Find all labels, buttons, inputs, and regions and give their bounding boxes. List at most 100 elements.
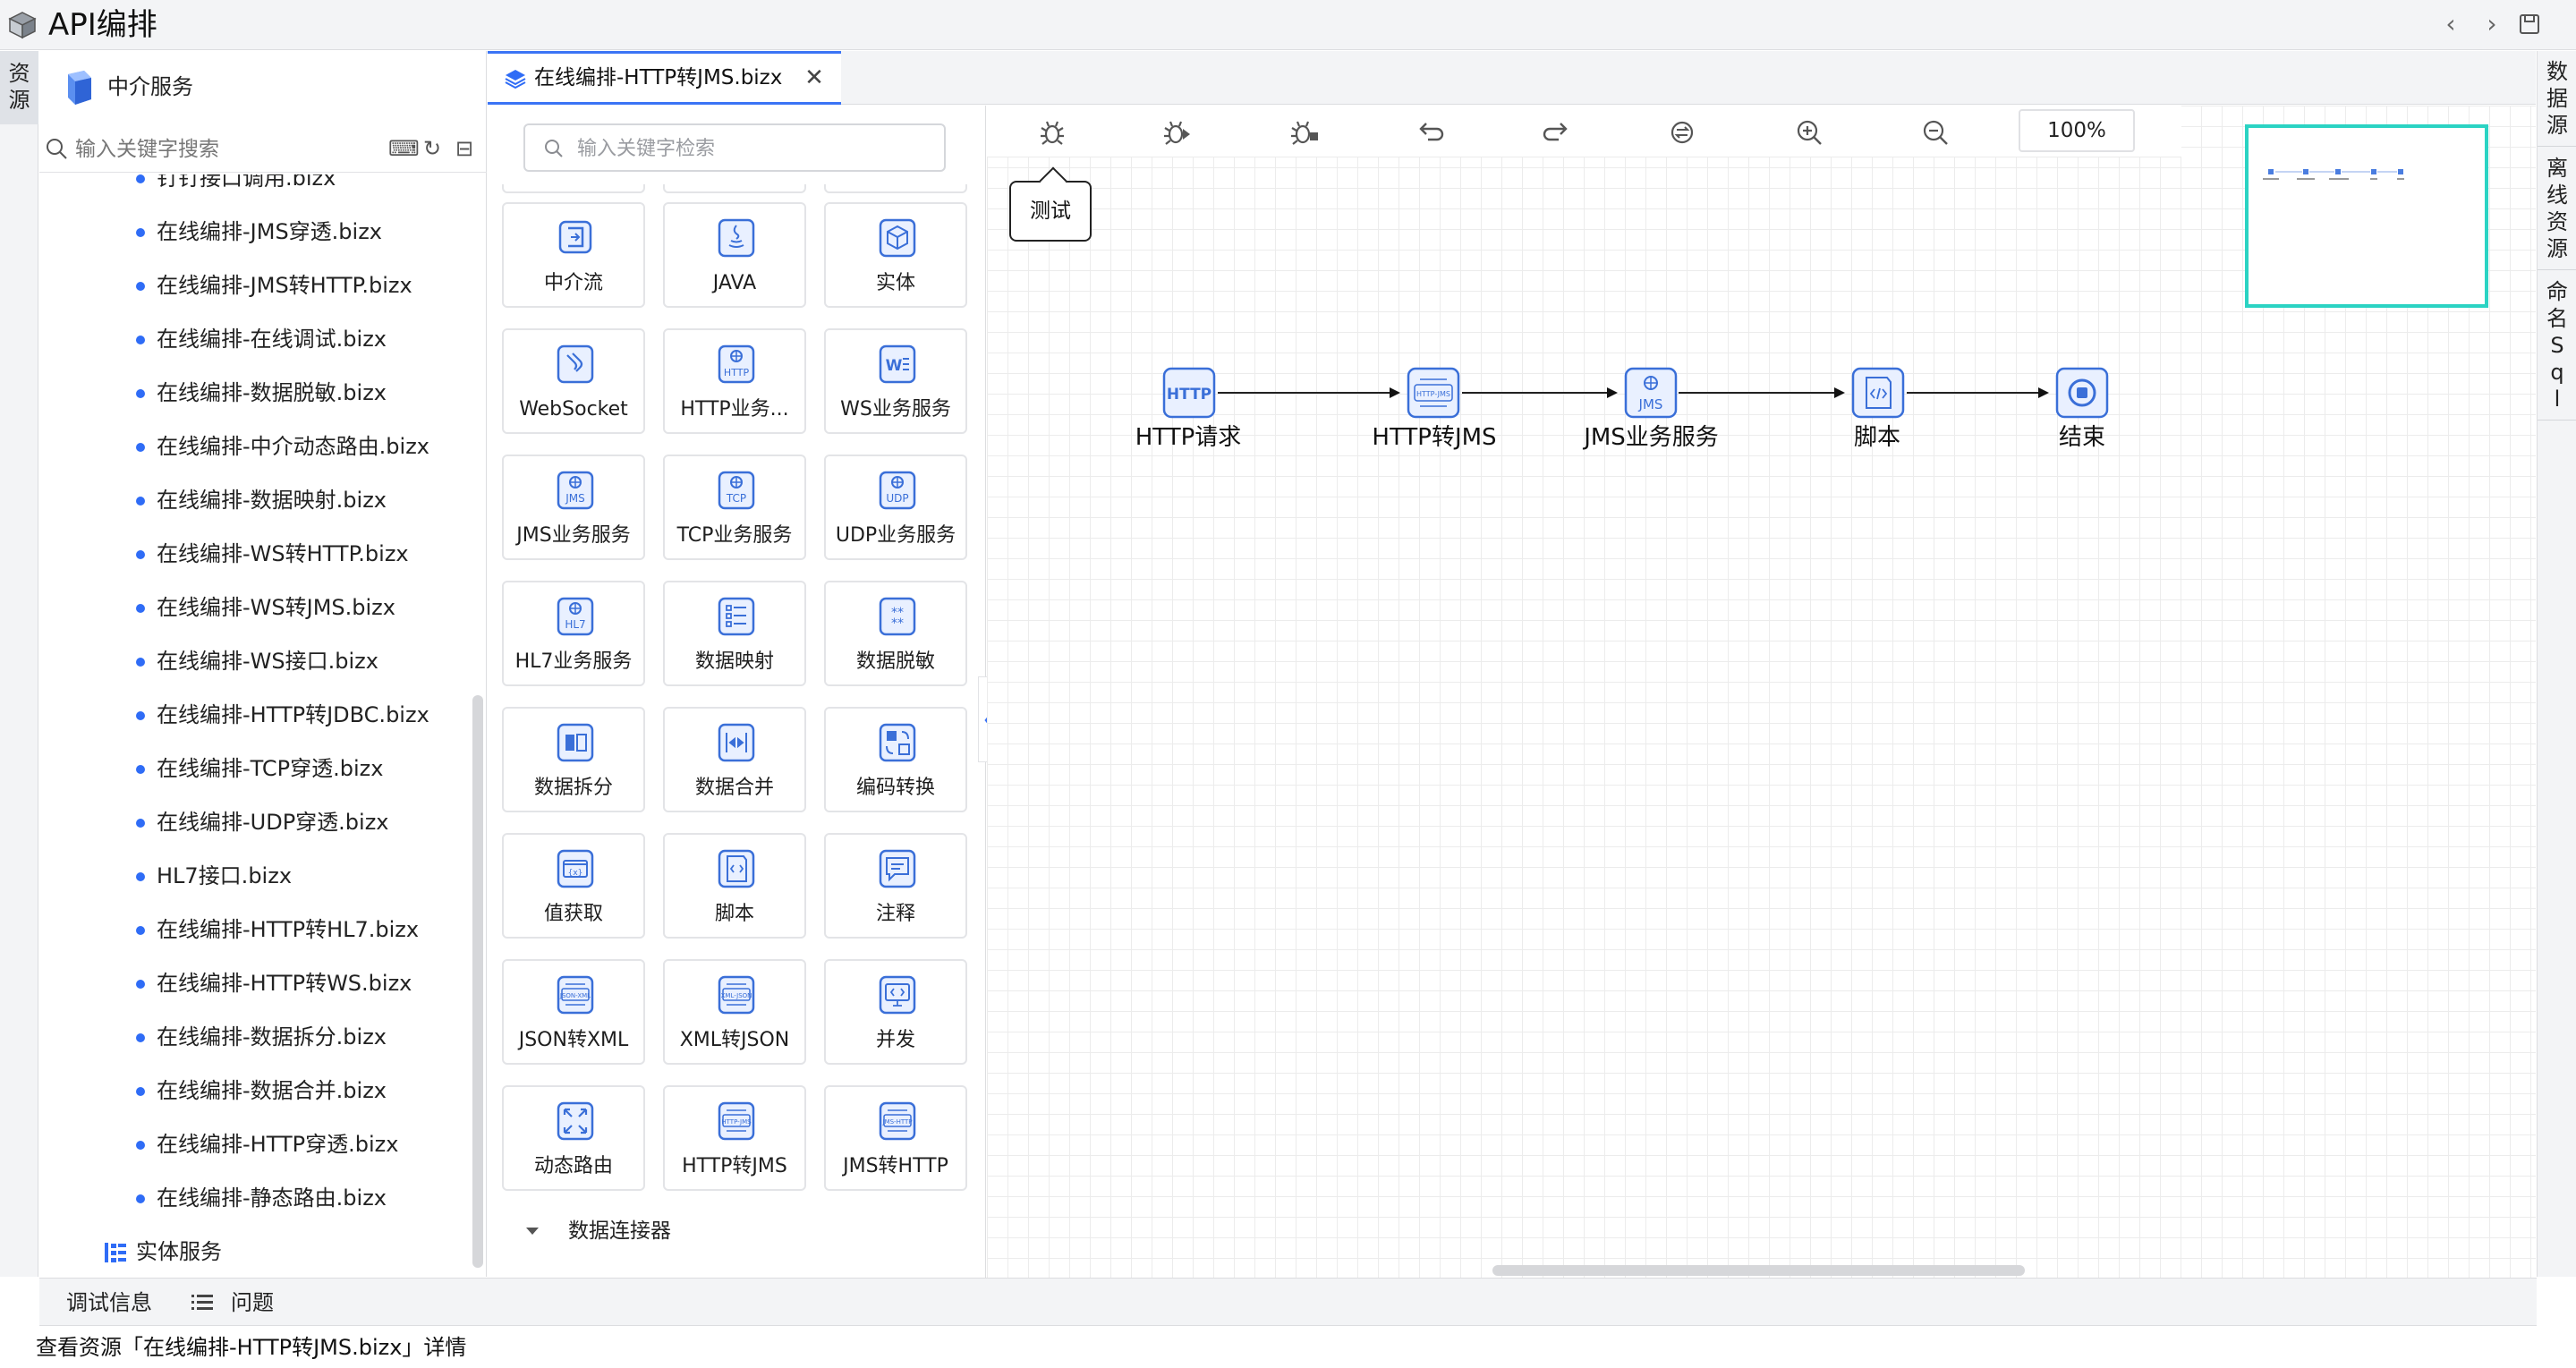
close-icon[interactable]: ✕ — [804, 64, 824, 91]
palette-item[interactable]: 注释 — [824, 833, 967, 939]
zoom-level[interactable]: 100% — [2019, 109, 2135, 152]
canvas-scrollbar[interactable] — [1492, 1265, 2025, 1276]
comment-icon — [879, 849, 916, 888]
palette-item-label: JMS业务服务 — [516, 524, 631, 547]
tree-item[interactable]: 在线编排-数据映射.bizx — [39, 480, 473, 520]
tree-item[interactable]: 在线编排-HTTP转JDBC.bizx — [39, 695, 473, 735]
save-icon[interactable] — [2516, 11, 2543, 38]
rail-tab-offline-resource[interactable]: 离 线 资 源 — [2538, 148, 2576, 270]
tree-item[interactable]: 在线编排-WS转JMS.bizx — [39, 588, 473, 627]
tree-item[interactable]: 在线编排-WS转HTTP.bizx — [39, 534, 473, 574]
undo-icon[interactable] — [1414, 116, 1446, 149]
palette-item[interactable]: 实体 — [824, 202, 967, 308]
flow-icon — [558, 220, 592, 254]
bullet-dot — [136, 604, 145, 613]
tree-item[interactable]: 在线编排-UDP穿透.bizx — [39, 803, 473, 842]
palette-item[interactable]: 动态路由 — [502, 1085, 645, 1191]
palette-item[interactable]: 脚本 — [663, 833, 806, 939]
rail-tab-named-sql[interactable]: 命 名 S q l — [2538, 271, 2576, 421]
search-icon — [47, 139, 67, 159]
debug-stop-icon[interactable] — [1288, 116, 1321, 149]
flow-canvas[interactable]: 100% 测试 — [987, 106, 2536, 1278]
svg-text:W: W — [886, 357, 903, 375]
end-icon[interactable] — [2055, 367, 2109, 419]
refresh-icon[interactable]: ↻ — [422, 136, 442, 161]
tab-issues[interactable]: 问题 — [231, 1290, 274, 1315]
tree-item[interactable]: 在线编排-JMS转HTTP.bizx — [39, 266, 473, 305]
palette-item[interactable]: 数据映射 — [663, 581, 806, 686]
tree-item[interactable]: HL7接口.bizx — [39, 856, 473, 896]
tree-item[interactable]: 在线编排-HTTP转HL7.bizx — [39, 910, 473, 949]
editor-tab[interactable]: 在线编排-HTTP转JMS.bizx ✕ — [488, 51, 841, 105]
forward-arrow-icon[interactable]: › — [2487, 9, 2497, 38]
palette-item[interactable]: ****数据脱敏 — [824, 581, 967, 686]
mediation-service-icon — [68, 71, 91, 105]
tree-item[interactable]: 在线编排-在线调试.bizx — [39, 319, 473, 359]
palette-item[interactable]: JAVA — [663, 202, 806, 308]
bullet-dot — [136, 711, 145, 720]
debug-step-icon[interactable] — [1161, 116, 1194, 149]
tree-item[interactable]: 在线编排-WS接口.bizx — [39, 642, 473, 681]
tree-item[interactable]: 在线编排-TCP穿透.bizx — [39, 749, 473, 788]
collapse-all-icon[interactable]: ⊟ — [455, 136, 474, 161]
section-data-connector[interactable]: 数据连接器 — [523, 1215, 953, 1251]
tree-scrollbar[interactable] — [472, 695, 483, 1268]
jms-service-icon[interactable]: JMS — [1624, 367, 1678, 419]
zoom-in-icon[interactable] — [1793, 116, 1825, 149]
tree-item[interactable]: 在线编排-数据拆分.bizx — [39, 1017, 473, 1057]
tree-item[interactable]: 在线编排-数据脱敏.bizx — [39, 373, 473, 412]
tree-item[interactable]: 在线编排-HTTP穿透.bizx — [39, 1125, 473, 1164]
palette-search-input[interactable] — [577, 134, 935, 163]
script-icon[interactable] — [1851, 367, 1905, 419]
right-rail: 数 据 源 离 线 资 源 命 名 S q l — [2537, 51, 2576, 1277]
translate-icon[interactable]: ⌨ — [388, 136, 420, 161]
test-debug-icon[interactable] — [1036, 116, 1068, 149]
palette-item[interactable]: 数据合并 — [663, 707, 806, 812]
palette-item[interactable]: 中介流 — [502, 202, 645, 308]
data-masking-icon: **** — [879, 597, 916, 636]
tree-item[interactable]: 在线编排-中介动态路由.bizx — [39, 427, 473, 466]
http-request-icon[interactable]: HTTP — [1162, 367, 1216, 419]
tree-item[interactable]: 钉钉接口调用.bizx — [39, 174, 473, 198]
palette-item[interactable]: 并发 — [824, 959, 967, 1065]
tree-item-entity-service[interactable]: 实体服务 — [39, 1232, 473, 1271]
palette-item-label: XML转JSON — [679, 1029, 790, 1051]
bullet-dot — [136, 550, 145, 559]
sync-icon[interactable] — [1666, 116, 1698, 149]
palette-item[interactable]: WebSocket — [502, 328, 645, 434]
tree-item-label: 在线编排-WS接口.bizx — [157, 649, 378, 674]
tree-item[interactable]: 在线编排-HTTP转WS.bizx — [39, 964, 473, 1003]
back-arrow-icon[interactable]: ‹ — [2445, 9, 2456, 38]
http-to-jms-icon[interactable]: HTTP-JMS — [1407, 367, 1460, 419]
palette-item[interactable]: {x}值获取 — [502, 833, 645, 939]
tree-item[interactable]: 在线编排-数据合并.bizx — [39, 1071, 473, 1110]
tree-item[interactable]: 在线编排-JMS穿透.bizx — [39, 212, 473, 251]
palette-item-label: 中介流 — [543, 272, 603, 294]
resource-search-input[interactable] — [75, 133, 415, 166]
redo-icon[interactable] — [1541, 116, 1573, 149]
tab-debug-info[interactable]: 调试信息 — [66, 1290, 152, 1315]
zoom-out-icon[interactable] — [1919, 116, 1951, 149]
minimap[interactable] — [2245, 124, 2488, 308]
tree-item-label: 在线编排-中介动态路由.bizx — [157, 434, 429, 459]
palette-item[interactable]: 数据拆分 — [502, 707, 645, 812]
svg-text:JMS-HTTP: JMS-HTTP — [882, 1118, 913, 1126]
tree-item[interactable]: 在线编排-静态路由.bizx — [39, 1178, 473, 1218]
script-icon — [718, 849, 755, 888]
tree-item-label: 在线编排-HTTP转JDBC.bizx — [157, 702, 429, 727]
palette-item[interactable]: 编码转换 — [824, 707, 967, 812]
rail-tab-resource[interactable]: 资 源 — [0, 51, 38, 124]
palette-item-label: 数据合并 — [694, 777, 774, 799]
rail-tab-data-source[interactable]: 数 据 源 — [2538, 51, 2576, 147]
tree-item-label: 在线编排-在线调试.bizx — [157, 327, 387, 352]
